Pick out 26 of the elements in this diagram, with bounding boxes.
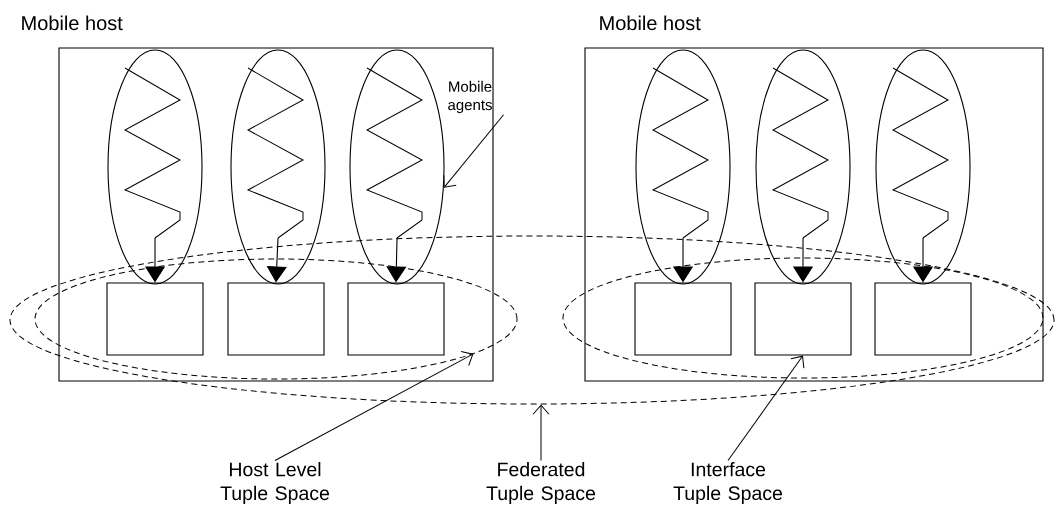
- tuple-box: [874, 282, 972, 356]
- callout-label: Interface Tuple Space: [673, 462, 783, 504]
- tuple-box: [227, 282, 325, 356]
- node-label: Mobile host: [600, 15, 701, 31]
- host-box: Mobile host: [584, 15, 1044, 382]
- callout-label: Mobile agents: [448, 80, 492, 114]
- tuple-box: [347, 282, 445, 356]
- leader-line: [532, 404, 550, 461]
- agent-ellipse: [755, 49, 851, 285]
- agent-ellipse: [349, 49, 445, 285]
- tuple-box: [754, 282, 852, 356]
- agent-ellipse: [875, 49, 971, 285]
- leader-line: [727, 355, 805, 461]
- node-label: Mobile host: [22, 15, 123, 31]
- tuple-box: [634, 282, 732, 356]
- tuple-space-ellipse: [34, 258, 518, 380]
- tuple-space-ellipse: [562, 257, 1044, 379]
- agent-ellipse: [230, 49, 326, 285]
- leader-line: [274, 350, 474, 461]
- agent-ellipse: [635, 49, 731, 285]
- callout-label: Federated Tuple Space: [486, 462, 596, 504]
- agent-ellipse: [107, 49, 203, 285]
- leader-line: [443, 114, 505, 188]
- tuple-box: [106, 282, 204, 356]
- tuple-space-ellipse: [9, 235, 1055, 405]
- callout-label: Host Level Tuple Space: [220, 462, 330, 504]
